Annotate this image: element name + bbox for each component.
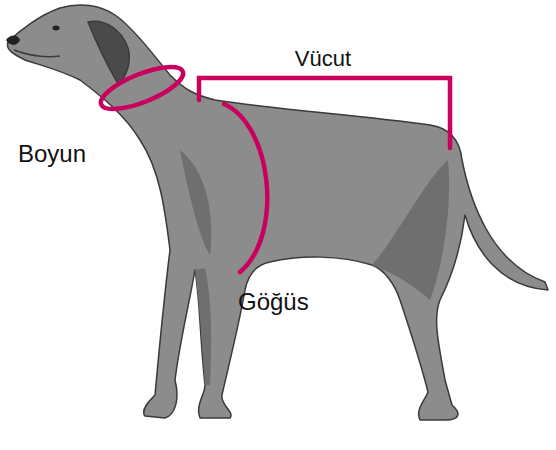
dog-body	[7, 5, 548, 420]
dog-ear	[88, 21, 129, 84]
shade-chest	[180, 150, 211, 255]
dog-eye	[53, 26, 60, 31]
chest-label: Göğüs	[238, 290, 309, 314]
body-length-label: Vücut	[295, 48, 351, 70]
dog-mouth	[14, 50, 60, 57]
shade-thigh	[372, 160, 449, 300]
chest-measure-arc	[224, 104, 267, 272]
shade-leg	[195, 268, 211, 385]
neck-label: Boyun	[18, 142, 86, 166]
neck-measure-ring	[96, 59, 188, 118]
dog-nose	[6, 36, 20, 45]
